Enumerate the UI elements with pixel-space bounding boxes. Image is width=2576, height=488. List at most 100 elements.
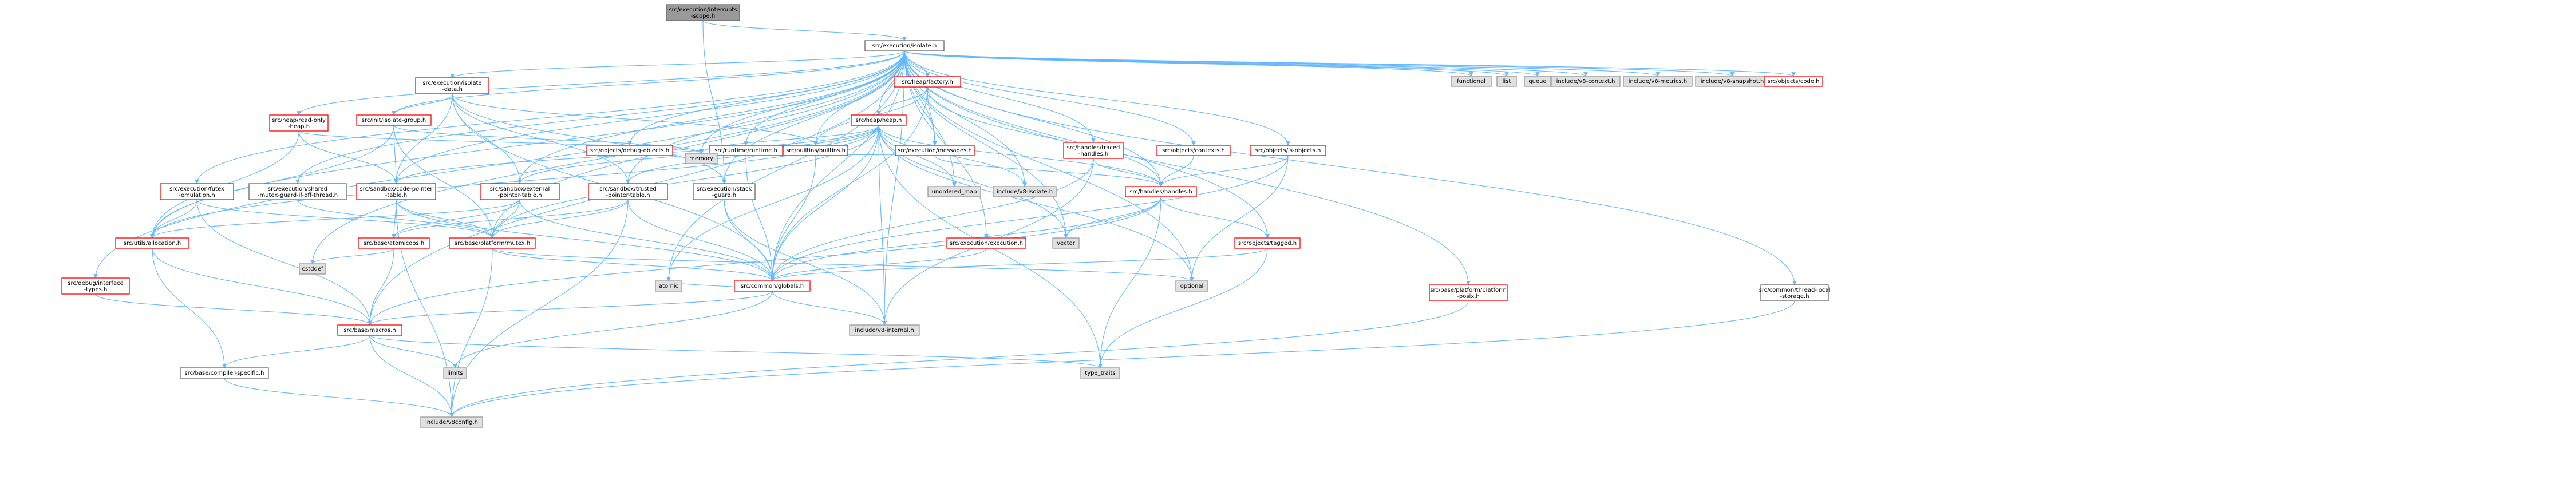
node-label: src/base/platform/platform xyxy=(1430,287,1507,293)
node-label: -table.h xyxy=(385,192,407,199)
node-messages[interactable]: src/execution/messages.h xyxy=(895,145,975,156)
node-box xyxy=(449,237,536,249)
node-label: src/heap/read-only xyxy=(272,117,326,124)
node-debug-objects[interactable]: src/objects/debug-objects.h xyxy=(586,145,673,156)
node-objects-code[interactable]: src/objects/code.h xyxy=(1764,76,1823,87)
edge-isolate-to-unordered_map xyxy=(904,50,957,187)
node-factory[interactable]: src/heap/factory.h xyxy=(894,76,961,88)
node-macros[interactable]: src/base/macros.h xyxy=(337,324,402,336)
edge-macros-to-compiler_specific xyxy=(222,335,370,368)
edge-external_pointer-to-mutex xyxy=(490,199,520,239)
node-code-pointer[interactable]: src/sandbox/code-pointer-table.h xyxy=(356,183,436,200)
node-label: -handles.h xyxy=(1078,151,1108,157)
node-box xyxy=(894,76,961,88)
node-box xyxy=(180,367,269,379)
node-label: type_traits xyxy=(1085,370,1115,376)
node-platform-posix[interactable]: src/base/platform/platform-posix.h xyxy=(1429,284,1508,301)
node-box xyxy=(269,114,329,132)
node-handles[interactable]: src/handles/handles.h xyxy=(1125,186,1197,197)
node-box xyxy=(420,416,483,428)
node-label: src/execution/futex xyxy=(169,186,224,192)
edge-isolate-to-platform_posix xyxy=(904,50,1471,285)
node-shared-mutex[interactable]: src/execution/shared-mutex-guard-if-off-… xyxy=(248,183,347,200)
edge-trusted_pointer-to-globals xyxy=(627,199,775,281)
node-isolate[interactable]: src/execution/isolate.h xyxy=(864,40,945,51)
node-thread-local[interactable]: src/common/thread-local-storage.h xyxy=(1759,284,1831,301)
node-label: src/debug/interface xyxy=(68,280,123,287)
node-box xyxy=(1524,76,1551,87)
edge-readonly_heap-to-memory xyxy=(298,130,704,154)
node-globals[interactable]: src/common/globals.h xyxy=(734,280,811,292)
node-execution[interactable]: src/execution/execution.h xyxy=(946,237,1026,249)
node-box xyxy=(1429,284,1508,301)
node-trusted-pointer[interactable]: src/sandbox/trusted-pointer-table.h xyxy=(588,183,668,200)
edge-readonly_heap-to-code_pointer xyxy=(298,130,398,184)
node-debug-interface[interactable]: src/debug/interface-types.h xyxy=(61,277,130,295)
node-label: src/handles/traced xyxy=(1067,145,1120,151)
node-mutex[interactable]: src/base/platform/mutex.h xyxy=(449,237,536,249)
node-external-pointer[interactable]: src/sandbox/external-pointer-table.h xyxy=(480,183,560,200)
edge-js_objects-to-handles xyxy=(1159,155,1289,187)
node-box xyxy=(655,280,682,292)
node-box xyxy=(160,183,234,200)
edge-thread_local-to-v8config xyxy=(449,300,1795,418)
node-box xyxy=(895,145,975,156)
edge-allocation-to-macros xyxy=(152,248,372,326)
node-limits: limits xyxy=(443,367,467,379)
edge-futex-to-allocation xyxy=(150,199,197,239)
edge-isolate-to-isolate_group xyxy=(392,50,905,116)
edge-isolate-to-mutex xyxy=(490,50,905,239)
edge-tagged-to-globals xyxy=(770,248,1268,281)
node-atomic: atomic xyxy=(655,280,682,292)
node-box xyxy=(358,237,430,249)
node-runtime[interactable]: src/runtime/runtime.h xyxy=(709,145,783,156)
node-label: src/execution/execution.h xyxy=(950,240,1023,247)
edge-isolate_data-to-builtins xyxy=(452,93,818,146)
edge-isolate-to-v8_internal xyxy=(882,50,905,326)
node-box xyxy=(337,324,402,336)
node-box xyxy=(783,145,848,156)
edge-isolate-to-v8_metrics xyxy=(904,50,1660,77)
edge-isolate-to-v8_snapshot xyxy=(904,50,1735,77)
node-builtins[interactable]: src/builtins/builtins.h xyxy=(783,145,848,156)
edge-js_objects-to-globals xyxy=(770,155,1289,281)
node-box xyxy=(115,237,189,249)
node-stack-guard[interactable]: src/execution/stack-guard.h xyxy=(693,183,756,200)
edge-isolate_data-to-external_pointer xyxy=(452,93,522,184)
edge-isolate_group-to-code_pointer xyxy=(393,125,398,184)
edge-isolate_group-to-mutex xyxy=(393,125,495,239)
edge-globals-to-v8_internal xyxy=(772,291,887,326)
node-isolate-group[interactable]: src/init/isolate-group.h xyxy=(356,114,432,126)
node-traced-handles[interactable]: src/handles/traced-handles.h xyxy=(1063,142,1124,159)
edge-heap-to-mutex xyxy=(490,125,879,239)
node-readonly-heap[interactable]: src/heap/read-only-heap.h xyxy=(269,114,329,132)
node-v8-internal: include/v8-internal.h xyxy=(849,324,920,336)
edge-macros-to-limits xyxy=(369,335,457,368)
node-label: functional xyxy=(1457,78,1485,85)
edge-heap-to-atomic xyxy=(666,125,879,281)
node-compiler-specific[interactable]: src/base/compiler-specific.h xyxy=(180,367,269,379)
node-box xyxy=(356,114,432,126)
node-js-objects[interactable]: src/objects/js-objects.h xyxy=(1250,145,1326,156)
node-contexts[interactable]: src/objects/contexts.h xyxy=(1156,145,1231,156)
node-heap[interactable]: src/heap/heap.h xyxy=(851,114,907,126)
node-box xyxy=(927,186,981,197)
node-isolate-data[interactable]: src/execution/isolate-data.h xyxy=(415,77,489,94)
edge-isolate-to-objects_code xyxy=(904,50,1796,77)
edge-platform_posix-to-v8config xyxy=(449,300,1469,418)
node-futex[interactable]: src/execution/futex-emulation.h xyxy=(160,183,234,200)
node-allocation[interactable]: src/utils/allocation.h xyxy=(115,237,189,249)
edge-globals-to-macros xyxy=(368,291,773,326)
node-atomicops[interactable]: src/base/atomicops.h xyxy=(358,237,430,249)
node-tagged[interactable]: src/objects/tagged.h xyxy=(1234,237,1301,249)
node-box xyxy=(415,77,489,94)
node-label: -pointer-table.h xyxy=(497,192,542,199)
edge-heap-to-vector xyxy=(878,125,1068,239)
node-v8-metrics: include/v8-metrics.h xyxy=(1623,76,1693,87)
node-interrupts[interactable]: src/execution/interrupts-scope.h xyxy=(666,4,740,21)
edge-compiler_specific-to-v8config xyxy=(224,378,454,418)
node-box xyxy=(993,186,1057,197)
edge-mutex-to-optional xyxy=(492,248,1194,281)
node-label: src/objects/code.h xyxy=(1768,78,1820,85)
node-box xyxy=(864,40,945,51)
